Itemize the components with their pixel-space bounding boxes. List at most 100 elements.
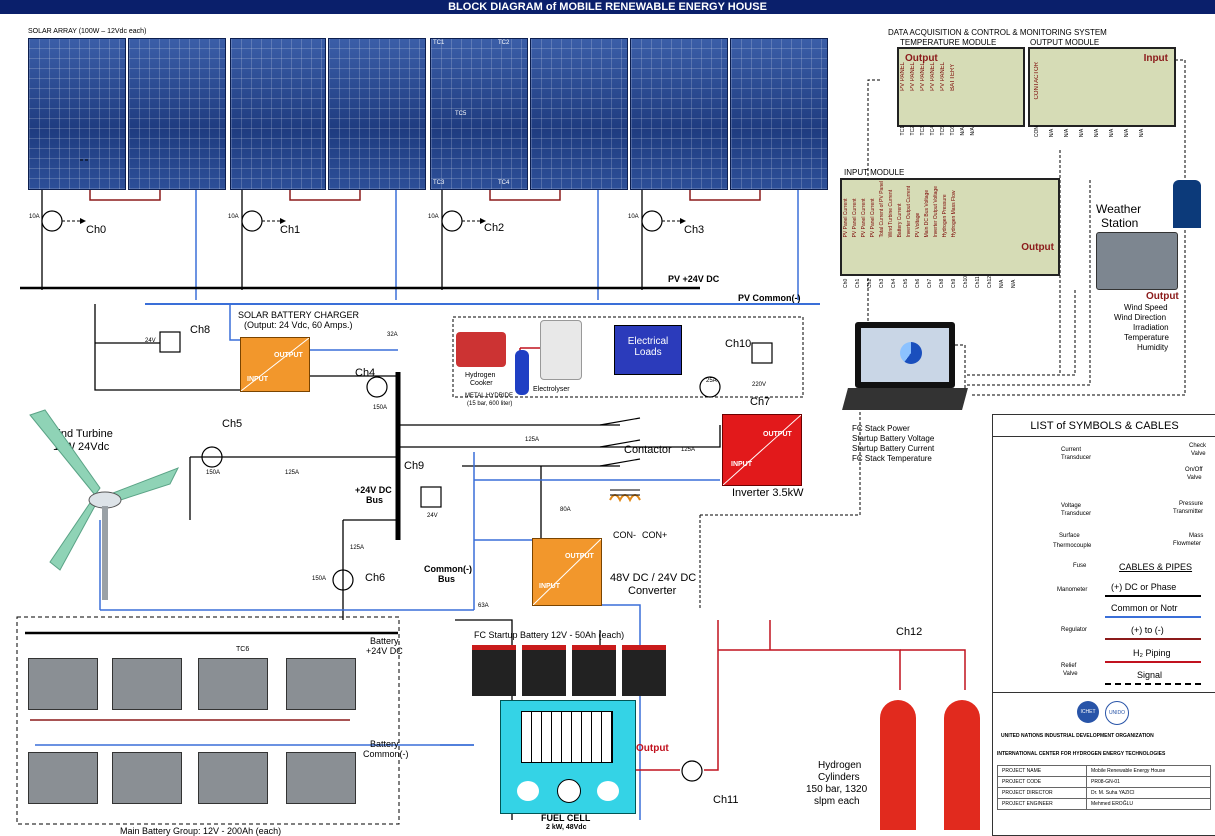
input-row: PV Panel Current — [861, 198, 867, 238]
loads-label-2: Loads — [634, 347, 662, 358]
inverter-label: Inverter 3.5kW — [732, 487, 804, 499]
main-battery-label: Main Battery Group: 12V - 200Ah (each) — [120, 826, 282, 836]
project-value: PR08-GN-01 — [1086, 776, 1211, 788]
output-pin: N/A — [1094, 128, 1100, 138]
fc-info: Startup Battery Voltage — [852, 434, 935, 443]
main-battery — [112, 658, 182, 710]
legend-title: LIST of SYMBOLS & CABLES — [1030, 420, 1179, 432]
temperature-module: Output — [897, 47, 1025, 127]
common-label: Common(-) — [424, 564, 472, 574]
legend-item: Current — [1061, 447, 1082, 453]
main-battery — [286, 658, 356, 710]
converter-label: 48V DC / 24V DC — [610, 572, 697, 584]
inverter-output-label: OUTPUT — [763, 431, 792, 438]
unido-logo: UNIDO — [1105, 701, 1129, 725]
temp-row: PV PANEL — [900, 62, 906, 91]
input-pin: N/A — [1011, 279, 1017, 288]
cable-item: (+) DC or Phase — [1111, 582, 1177, 592]
ch11-label: Ch11 — [713, 794, 739, 806]
legend-item: Surface — [1059, 533, 1080, 539]
fuel-cell-sub: 2 kW, 48Vdc — [546, 824, 587, 831]
output-module-label: OUTPUT MODULE — [1030, 38, 1100, 47]
legend-item: Manometer — [1057, 587, 1088, 593]
temp-pin: TC5 — [940, 126, 946, 136]
fc-info: FC Stack Temperature — [852, 454, 932, 463]
project-field: PROJECT NAME — [996, 765, 1088, 777]
temp-row: PV PANEL — [910, 62, 916, 91]
project-value: Dr. M. Suha YAZICI — [1086, 787, 1211, 799]
cooker-label-2: Cooker — [470, 380, 493, 387]
fuse-label: 10A — [628, 214, 639, 220]
dc-converter: OUTPUT INPUT — [532, 538, 602, 606]
temp-channels: PV PANEL PV PANEL PV PANEL PV PANEL PV P… — [900, 62, 986, 91]
inverter-input-label: INPUT — [731, 461, 752, 468]
loads-label: Electrical — [627, 336, 669, 347]
tc2-label: TC2 — [498, 40, 510, 46]
legend-item: Pressure — [1179, 501, 1204, 507]
legend-item: Voltage — [1061, 503, 1082, 509]
cylinder-label: Hydrogen — [818, 760, 862, 771]
daq-title: DATA ACQUISITION & CONTROL & MONITORING … — [888, 28, 1107, 37]
ch10-label: Ch10 — [725, 338, 752, 350]
cable-item: Common or Notr — [1111, 603, 1178, 613]
fc-battery-label: FC Startup Battery 12V - 50Ah (each) — [474, 630, 625, 640]
input-pin: Ch7 — [927, 278, 933, 288]
temp-pin: TC3 — [920, 126, 926, 136]
project-value: Mobile Renewable Energy House — [1086, 765, 1211, 777]
cylinder-label-2: Cylinders — [818, 772, 860, 783]
input-row: Main DC Bus Voltage — [924, 189, 930, 238]
fuse-label: 10A — [228, 214, 239, 220]
cable-item: H₂ Piping — [1133, 648, 1171, 658]
solar-panel — [230, 38, 326, 190]
cylinder-label-3: 150 bar, 1320 — [806, 784, 868, 795]
diagram-title: BLOCK DIAGRAM of MOBILE RENEWABLE ENERGY… — [0, 0, 1215, 14]
output-pins: CON N/A N/A N/A N/A N/A N/A N/A — [1034, 126, 1145, 137]
input-pin: Ch4 — [891, 278, 897, 288]
converter-output-label: OUTPUT — [565, 553, 594, 560]
legend-item: Valve — [1187, 475, 1202, 481]
output-pin: N/A — [1124, 128, 1130, 138]
legend-item: Flowmeter — [1173, 541, 1202, 547]
input-row: Total Current of PV Panel — [879, 181, 885, 238]
ch5-label: Ch5 — [222, 418, 243, 430]
charger-input-label: INPUT — [247, 376, 268, 383]
hydrogen-cylinder — [944, 700, 980, 830]
input-pin: Ch12 — [987, 276, 993, 288]
input-pin: Ch11 — [975, 276, 981, 288]
metal-hydride-image — [515, 350, 529, 395]
fc-battery — [522, 645, 566, 696]
a63-label: 63A — [478, 603, 489, 609]
org-center: INTERNATIONAL CENTER FOR HYDROGEN ENERGY… — [997, 751, 1166, 757]
temp-pin: TC4 — [930, 126, 936, 136]
fc-battery — [472, 645, 516, 696]
solar-array-label: SOLAR ARRAY (100W – 12Vdc each) — [28, 28, 147, 35]
legend-item: On/Off — [1185, 467, 1203, 473]
symbols-legend: LIST of SYMBOLS & CABLES Current Transdu… — [992, 414, 1215, 694]
batt-plus-label: Battery — [370, 636, 399, 646]
input-pin: N/A — [999, 279, 1005, 288]
output-module: Input — [1028, 47, 1176, 127]
project-field: PROJECT DIRECTOR — [996, 787, 1088, 799]
legend-item: Transmitter — [1173, 509, 1204, 515]
input-module: Output — [840, 178, 1060, 276]
legend-item: Mass — [1189, 533, 1204, 539]
ch1-label: Ch1 — [280, 224, 301, 236]
solar-panel — [630, 38, 728, 190]
temp-row: PV PANEL — [920, 62, 926, 91]
input-pin: Ch9 — [951, 278, 957, 288]
input-pin: Ch10 — [963, 276, 969, 288]
ch8-label: Ch8 — [190, 324, 211, 336]
v24-label-2: 24V — [427, 513, 438, 519]
ch6-label: Ch6 — [365, 572, 386, 584]
temp-pin: TC1 — [900, 126, 906, 136]
common-label-2: Bus — [438, 574, 456, 584]
metal-hydride-label: METAL HYDRIDE — [465, 393, 514, 399]
inverter: OUTPUT INPUT — [722, 414, 802, 486]
solar-panel — [530, 38, 628, 190]
project-field: PROJECT CODE — [996, 776, 1088, 788]
input-row: PV Voltage — [915, 212, 921, 238]
